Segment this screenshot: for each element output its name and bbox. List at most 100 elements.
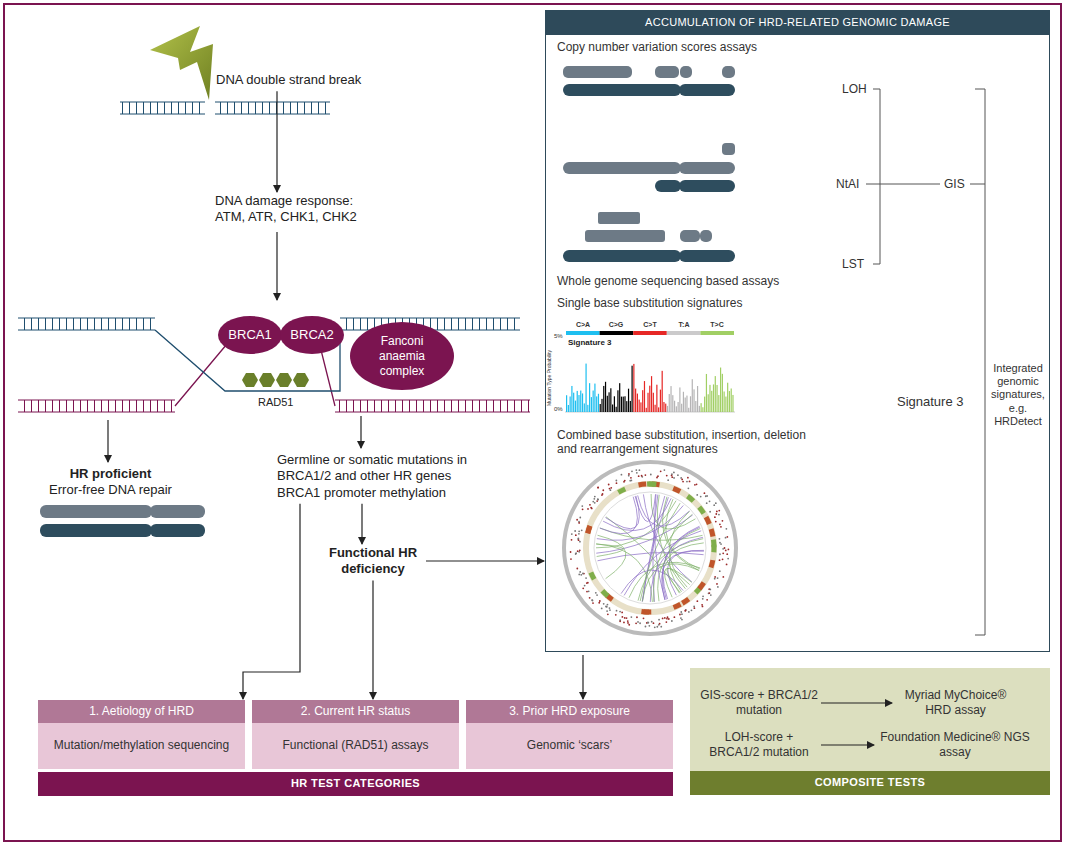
circos-dot — [722, 520, 724, 522]
category-header: 1. Aetiology of HRD — [38, 700, 245, 723]
signature-bar — [640, 402, 641, 412]
circos-dot — [651, 621, 653, 623]
node-text: HR proficient — [38, 466, 183, 482]
circos-dot — [587, 508, 589, 510]
circos-dot — [693, 607, 695, 609]
circos-dot — [602, 493, 604, 495]
circos-dot — [725, 550, 727, 552]
circos-dot — [696, 600, 698, 602]
circos-dot — [597, 499, 599, 501]
circos-dot — [602, 489, 604, 491]
circos-dot — [691, 609, 693, 611]
signature-bar — [649, 386, 650, 412]
circos-dot — [643, 617, 645, 619]
signature-bar — [610, 388, 611, 412]
circos-dot — [615, 614, 617, 616]
circos-dot — [575, 534, 577, 536]
signature-bar — [686, 396, 687, 412]
node-text: GIS-score + BRCA1/2 mutation — [700, 688, 818, 718]
signature-bar — [729, 391, 730, 412]
circos-dot — [701, 604, 703, 606]
circos-dot — [581, 529, 583, 531]
annotation-label: Copy number variation scores assays — [557, 40, 757, 54]
protein-ellipse: BRCA2 — [280, 316, 344, 354]
circos-arc — [644, 609, 652, 614]
circos-dot — [638, 475, 640, 477]
signature-bar — [674, 401, 675, 412]
circos-dot — [619, 620, 621, 622]
circos-dot — [608, 484, 610, 486]
signature-bar — [624, 396, 625, 412]
ellipse-text: Fanconi anaemia complex — [350, 334, 454, 379]
chart-label: C>A — [571, 321, 595, 329]
circos-dot — [635, 622, 637, 624]
circos-dot — [606, 610, 608, 612]
signature-bar — [612, 404, 613, 412]
flow-arrow — [426, 560, 544, 561]
circos-dot — [575, 552, 577, 554]
circos-dot — [630, 616, 632, 618]
flow-arrow — [821, 702, 892, 703]
circos-dot — [579, 571, 581, 573]
signature-bar — [655, 405, 656, 412]
circos-dot — [671, 620, 673, 622]
signature-bar — [577, 391, 578, 412]
chart-label: 5% — [554, 333, 563, 340]
circos-dot — [627, 622, 629, 624]
circos-dot — [663, 469, 665, 471]
circos-chord — [635, 494, 656, 521]
signature-bar — [582, 393, 583, 412]
signature-bar — [607, 396, 608, 412]
circos-dot — [596, 594, 598, 596]
circos-dot — [628, 624, 630, 626]
signature-bar — [605, 382, 606, 412]
signature-bar — [688, 408, 689, 412]
circos-dot — [693, 606, 695, 608]
circos-dot — [610, 489, 612, 491]
circos-dot — [666, 475, 668, 477]
circos-dot — [673, 477, 675, 479]
circos-chord — [664, 568, 691, 597]
circos-dot — [667, 479, 669, 481]
circos-dot — [660, 626, 662, 628]
circos-dot — [628, 475, 630, 477]
circos-dot — [590, 507, 592, 509]
signature-bar — [651, 376, 652, 412]
circos-dot — [725, 537, 727, 539]
node-text: Error-free DNA repair — [38, 482, 183, 498]
circos-dot — [579, 549, 581, 551]
circos-dot — [601, 608, 603, 610]
lightning-bolt — [150, 26, 213, 100]
circos-dot — [702, 598, 704, 600]
circos-dot — [603, 603, 605, 605]
circos-dot — [660, 470, 662, 472]
circos-dot — [715, 513, 717, 515]
circos-dot — [688, 611, 690, 613]
circos-dot — [588, 590, 590, 592]
category-header: 2. Current HR status — [252, 700, 459, 723]
circos-dot — [605, 606, 607, 608]
outcome-text: HR proficientError-free DNA repair — [38, 466, 183, 499]
signature-bar — [566, 395, 567, 412]
circos-dot — [578, 574, 580, 576]
signature-bar — [699, 406, 700, 412]
ellipse-text: BRCA2 — [276, 327, 347, 343]
node-text: DNA damage response: ATM, ATR, CHK1, CHK… — [215, 193, 370, 226]
signature-bar — [715, 376, 716, 412]
signature-bar — [616, 407, 617, 412]
circos-dot — [627, 620, 629, 622]
signature-bar — [724, 391, 725, 412]
cause-text: Germline or somatic mutations in BRCA1/2… — [277, 452, 492, 501]
signature-bars — [566, 364, 734, 412]
circos-dot — [720, 543, 722, 545]
outcome-text: Functional HR deficiency — [323, 545, 423, 578]
signature-bar — [720, 368, 721, 412]
signature-bar — [662, 371, 663, 412]
circos-dot — [726, 536, 728, 538]
signature-bar — [635, 389, 636, 412]
flow-arrows — [108, 232, 361, 462]
node-text: Myriad MyChoice® HRD assay — [893, 688, 1018, 718]
circos-dot — [714, 576, 716, 578]
signature-bar — [571, 386, 572, 412]
